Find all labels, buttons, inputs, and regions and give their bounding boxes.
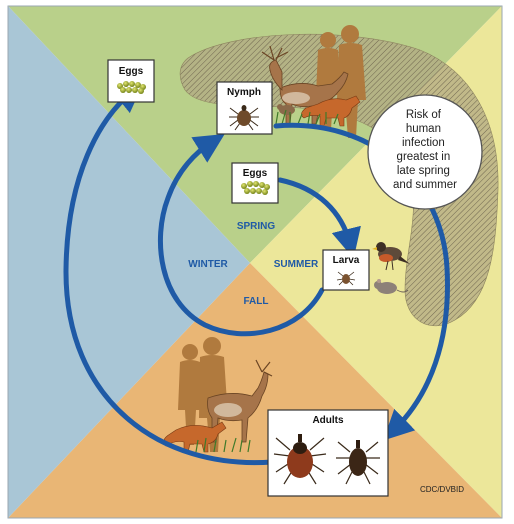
stage-larva: Larva — [322, 249, 370, 291]
diagram-border — [7, 5, 503, 519]
adult-male-tick-icon — [336, 440, 380, 485]
egg-cluster-inner-icon — [241, 181, 270, 195]
season-label-winter: WINTER — [188, 259, 228, 270]
deer-icon — [261, 45, 349, 125]
season-label-fall: FALL — [244, 296, 269, 307]
risk-note-line-5: late spring — [397, 165, 450, 177]
risk-note: Risk of human infection greatest in late… — [367, 94, 483, 210]
arrow-larva-to-nymph — [157, 134, 325, 337]
season-label-spring: SPRING — [237, 221, 276, 232]
adult-female-tick-icon — [273, 434, 327, 485]
larva-tick-icon — [336, 271, 356, 286]
risk-note-line-6: and summer — [393, 179, 457, 191]
fox-icon — [301, 95, 361, 127]
eggs-outer-label: Eggs — [119, 66, 144, 77]
rodent-icon — [277, 104, 295, 115]
arrow-nymph-to-adults — [273, 122, 450, 441]
credit-label: CDC/DVBID — [420, 485, 464, 494]
risk-note-line-2: human — [406, 123, 441, 135]
nymph-label: Nymph — [227, 87, 261, 98]
winter-quadrant — [8, 6, 250, 518]
mouse-icon — [374, 279, 409, 294]
risk-note-line-3: infection — [402, 137, 445, 149]
grass-bottom-icon — [195, 437, 251, 453]
adults-label: Adults — [312, 415, 344, 426]
eggs-inner-label: Eggs — [243, 168, 268, 179]
stage-nymph: Nymph — [216, 81, 273, 135]
arrow-adults-to-eggs — [63, 82, 275, 466]
nymph-tick-icon — [229, 105, 259, 131]
stage-eggs-outer: Eggs — [107, 59, 155, 103]
stage-eggs-inner: Eggs — [231, 162, 279, 204]
bird-icon — [372, 242, 410, 271]
arrow-eggs-to-larva — [277, 177, 361, 259]
deer-bottom-icon — [207, 359, 273, 443]
season-label-summer: SUMMER — [274, 259, 319, 270]
risk-note-line-4: greatest in — [397, 151, 451, 163]
larva-label: Larva — [333, 255, 360, 266]
risk-note-line-1: Risk of — [406, 109, 442, 121]
stage-adults: Adults — [267, 409, 389, 497]
life-cycle-arrows — [63, 82, 450, 466]
egg-cluster-icon — [117, 81, 146, 94]
grass-icon — [275, 109, 339, 125]
risk-note-text: Risk of human infection greatest in late… — [393, 109, 457, 191]
